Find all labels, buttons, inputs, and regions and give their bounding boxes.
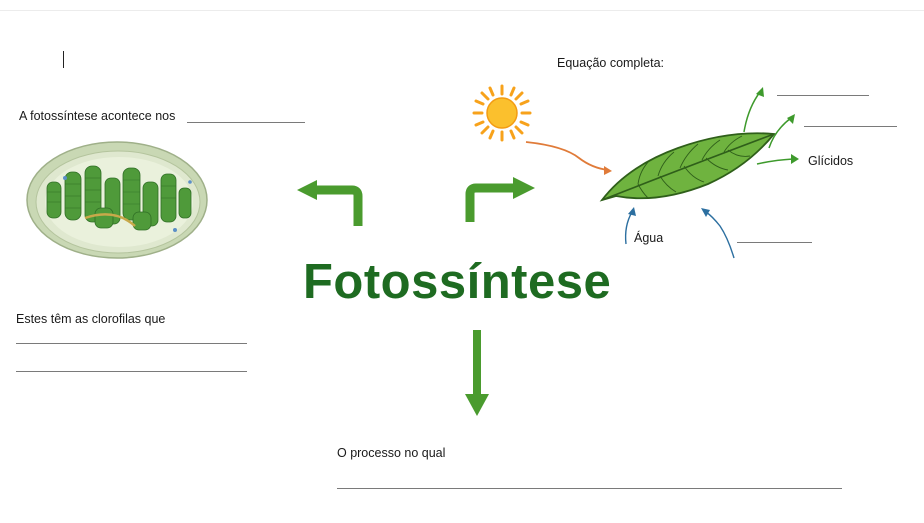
page-top-edge: [0, 0, 924, 11]
output-arrow-2: [765, 110, 799, 150]
answer-line-process[interactable]: [337, 488, 842, 489]
label-glucides: Glícidos: [808, 154, 853, 168]
output-arrow-glucides: [755, 150, 801, 170]
input-arrow-co2: [698, 204, 738, 260]
prompt-process: O processo no qual: [337, 446, 445, 460]
sun-icon: [472, 84, 532, 142]
prompt-location: A fotossíntese acontece nos: [19, 109, 175, 123]
leaf-image: [598, 126, 778, 206]
answer-line-output-2[interactable]: [804, 126, 897, 127]
chloroplast-image: [25, 138, 215, 263]
equation-heading: Equação completa:: [557, 56, 664, 70]
arrow-right-elbow: [463, 172, 538, 224]
label-water: Água: [634, 231, 663, 245]
text-cursor: [63, 51, 64, 68]
arrow-down: [462, 330, 492, 418]
answer-line-location[interactable]: [187, 122, 305, 123]
page-title: Fotossíntese: [303, 254, 611, 310]
answer-line-chlorophyll-2[interactable]: [16, 371, 247, 372]
answer-line-chlorophyll-1[interactable]: [16, 343, 247, 344]
answer-line-input[interactable]: [737, 242, 812, 243]
answer-line-output-1[interactable]: [777, 95, 869, 96]
arrow-left-elbow: [295, 180, 370, 228]
prompt-chlorophyll: Estes têm as clorofilas que: [16, 312, 165, 326]
